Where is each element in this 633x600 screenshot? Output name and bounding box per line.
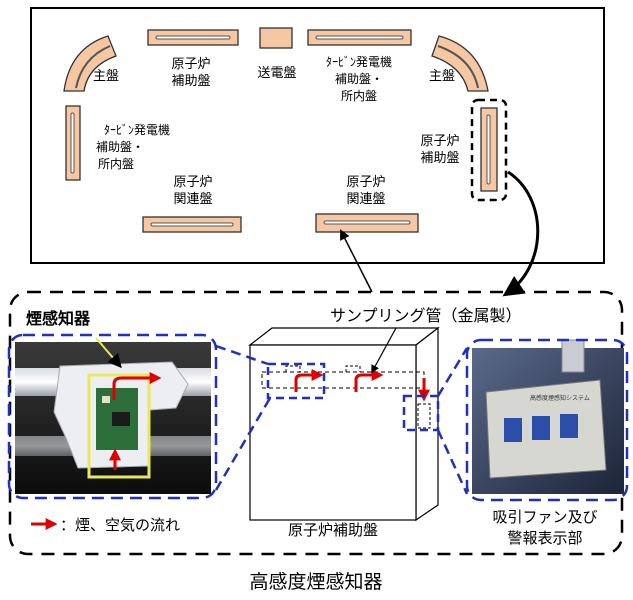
label-main-left: 主盤 bbox=[93, 69, 119, 84]
smoke-detector-label: 煙感知器 bbox=[26, 309, 91, 328]
pipe-zoom-frame-left bbox=[266, 362, 326, 400]
zoom-connector bbox=[215, 344, 269, 366]
detector-zoom-frame bbox=[7, 333, 218, 500]
legend-text: ：煙、空気の流れ bbox=[60, 516, 180, 534]
unit-zoom-frame bbox=[465, 338, 629, 502]
fan-caption-line2: 警報表示部 bbox=[507, 529, 582, 547]
label-turbine-left-3: 所内盤 bbox=[98, 157, 134, 171]
pipe-zoom-frame-right bbox=[402, 394, 440, 432]
unit-plate-text: 高感度煙感知システム bbox=[530, 394, 590, 402]
air-flow-arrow bbox=[294, 369, 324, 392]
label-turbine-top-3: 所内盤 bbox=[341, 89, 377, 103]
label-turbine-left-1: ﾀｰﾋﾞﾝ発電機 bbox=[104, 122, 170, 137]
fan-caption-line1: 吸引ファン及び bbox=[492, 508, 597, 526]
label-transmission: 送電盤 bbox=[257, 66, 296, 81]
label-reactor-aux-top-1: 原子炉 bbox=[171, 57, 210, 72]
fan-alarm-unit-photo: 高感度煙感知システム bbox=[472, 339, 624, 494]
sampling-pipe-label: サンプリング管（金属製） bbox=[330, 306, 522, 325]
sampling-pipe-pointer bbox=[371, 327, 397, 374]
label-reactor-related-right-2: 関連盤 bbox=[346, 192, 385, 207]
reactor-related-panel-left bbox=[142, 216, 242, 233]
turbine-panel-top bbox=[307, 29, 412, 46]
zoom-connector bbox=[214, 397, 272, 491]
reactor-aux-panel-caption: 原子炉補助盤 bbox=[288, 521, 378, 539]
label-turbine-top-2: 補助盤・ bbox=[335, 72, 383, 86]
reactor-aux-panel-box bbox=[248, 326, 440, 522]
main-panel-right bbox=[431, 35, 489, 92]
monitored-panel-highlight bbox=[470, 98, 508, 202]
label-reactor-aux-right-2: 補助盤 bbox=[420, 151, 459, 166]
detail-frame bbox=[8, 290, 624, 556]
smoke-detector-pointer bbox=[95, 337, 122, 369]
zoom-connector bbox=[436, 347, 469, 397]
smoke-flow-arrow bbox=[112, 372, 162, 400]
control-room-layout: 主盤 主盤 原子炉 補助盤 送電盤 ﾀｰﾋﾞﾝ発電機 補助盤・ 所内盤 ﾀｰﾋﾞ… bbox=[30, 7, 605, 264]
detector-highlight-box bbox=[87, 373, 151, 479]
label-reactor-related-left-1: 原子炉 bbox=[173, 175, 212, 190]
connector-arrow-aux-panel bbox=[502, 170, 540, 297]
air-flow-arrow bbox=[354, 369, 384, 392]
label-reactor-related-right-1: 原子炉 bbox=[346, 175, 385, 190]
smoke-detector-photo bbox=[15, 342, 211, 494]
transmission-panel bbox=[259, 27, 293, 49]
label-turbine-top-1: ﾀｰﾋﾞﾝ発電機 bbox=[326, 54, 392, 69]
label-turbine-left-2: 補助盤・ bbox=[96, 140, 144, 154]
label-reactor-aux-top-2: 補助盤 bbox=[171, 74, 210, 89]
connector-arrow-related-panel bbox=[340, 229, 373, 293]
label-reactor-aux-right-1: 原子炉 bbox=[420, 134, 459, 149]
main-panel-left bbox=[63, 35, 117, 92]
label-reactor-related-left-2: 関連盤 bbox=[173, 192, 212, 207]
turbine-panel-left bbox=[65, 105, 81, 181]
figure-caption: 高感度煙感知器 bbox=[249, 571, 382, 593]
zoom-connector bbox=[436, 429, 469, 495]
reactor-related-panel-right bbox=[315, 213, 419, 233]
label-main-right: 主盤 bbox=[429, 69, 455, 84]
reactor-aux-panel-right bbox=[480, 107, 498, 192]
reactor-aux-panel-top bbox=[147, 29, 239, 46]
